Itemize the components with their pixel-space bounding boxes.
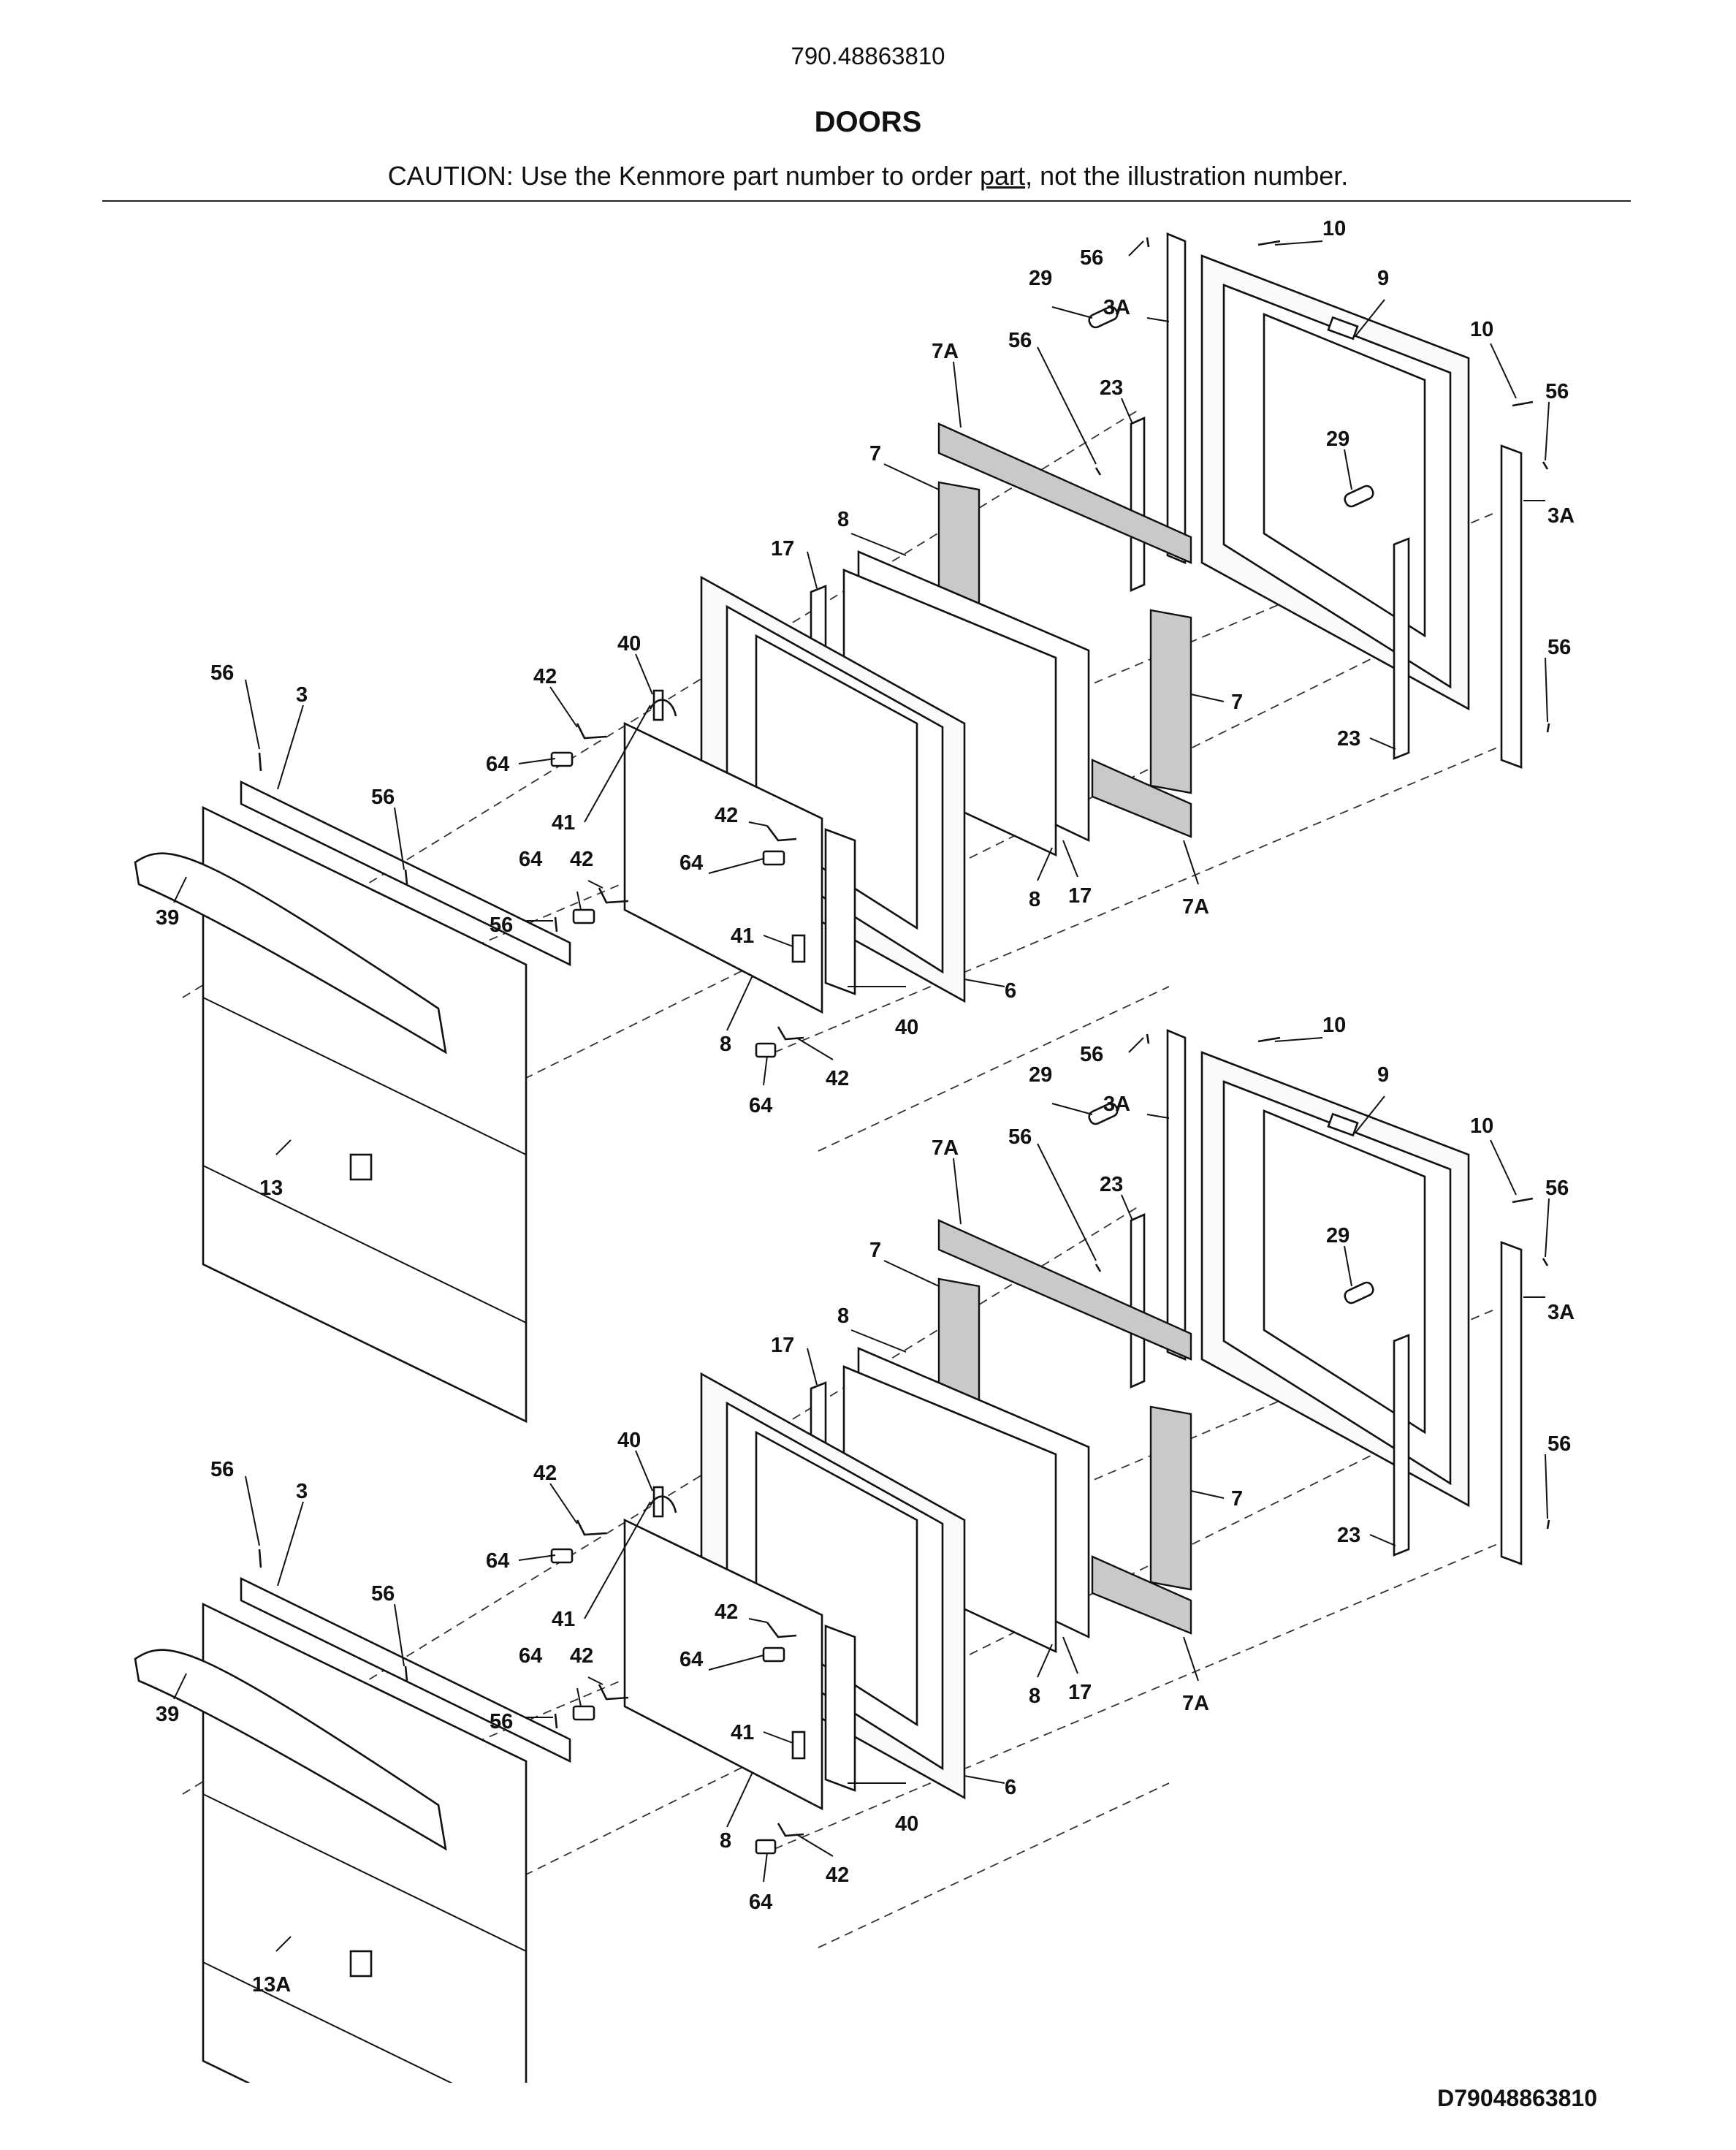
callout-42: 42 xyxy=(570,1644,593,1668)
callout-8: 8 xyxy=(1029,1684,1040,1708)
callout-7: 7 xyxy=(869,442,881,466)
callout-64: 64 xyxy=(749,1094,772,1117)
callout-3A: 3A xyxy=(1547,504,1575,528)
callout-6: 6 xyxy=(1005,979,1016,1003)
callout-56: 56 xyxy=(371,786,395,809)
callout-64: 64 xyxy=(749,1891,772,1914)
callout-9: 9 xyxy=(1377,1063,1389,1087)
caution-text-end: , not the illustration number. xyxy=(1025,161,1349,191)
caution-text-start: CAUTION: Use the Kenmore part number to … xyxy=(387,161,981,191)
callout-10: 10 xyxy=(1470,318,1493,341)
callout-40: 40 xyxy=(617,632,641,656)
callout-8: 8 xyxy=(720,1829,731,1853)
callout-56: 56 xyxy=(371,1582,395,1606)
callout-42: 42 xyxy=(533,665,557,688)
callout-41: 41 xyxy=(731,1721,754,1744)
callout-56: 56 xyxy=(1547,1432,1571,1456)
callout-3A: 3A xyxy=(1547,1301,1575,1324)
callout-3: 3 xyxy=(296,1480,308,1503)
callout-10: 10 xyxy=(1322,217,1346,240)
callout-10: 10 xyxy=(1470,1114,1493,1138)
callout-7A: 7A xyxy=(932,340,959,363)
callout-64: 64 xyxy=(519,848,542,871)
callout-10: 10 xyxy=(1322,1014,1346,1037)
callout-8: 8 xyxy=(720,1033,731,1056)
callout-64: 64 xyxy=(519,1644,542,1668)
callout-7A: 7A xyxy=(932,1136,959,1160)
callout-41: 41 xyxy=(552,1608,575,1631)
callout-64: 64 xyxy=(679,851,703,875)
callout-3: 3 xyxy=(296,683,308,707)
callout-3A: 3A xyxy=(1103,296,1130,319)
callout-17: 17 xyxy=(771,537,794,561)
callout-64: 64 xyxy=(486,753,509,776)
callout-40: 40 xyxy=(895,1016,918,1039)
callout-29: 29 xyxy=(1326,1224,1349,1247)
callout-39: 39 xyxy=(156,1703,179,1726)
header-divider xyxy=(102,200,1631,202)
callout-7: 7 xyxy=(1231,1487,1243,1511)
callout-7A: 7A xyxy=(1182,1692,1209,1715)
caution-note: CAUTION: Use the Kenmore part number to … xyxy=(0,161,1736,191)
callout-42: 42 xyxy=(533,1462,557,1485)
callout-9: 9 xyxy=(1377,267,1389,290)
callout-8: 8 xyxy=(837,1304,849,1328)
model-number: 790.48863810 xyxy=(791,42,945,69)
callout-40: 40 xyxy=(617,1429,641,1452)
callout-29: 29 xyxy=(1326,428,1349,451)
callout-17: 17 xyxy=(1068,884,1092,908)
callout-13: 13 xyxy=(259,1177,283,1200)
callouts-upper: 10 56 9 29 3A 7A 56 10 56 23 29 7 3A 8 1… xyxy=(156,217,1575,1200)
callout-56: 56 xyxy=(490,913,513,937)
diagram-id: D79048863810 xyxy=(1437,2085,1597,2111)
callout-13A: 13A xyxy=(252,1973,291,1997)
callout-23: 23 xyxy=(1337,727,1360,751)
exploded-door-diagram: 10 56 9 29 3A 7A 56 10 56 23 29 7 3A 8 1… xyxy=(134,217,1575,2083)
callouts-lower: 10 56 9 29 3A 7A 56 10 56 23 29 7 3A 8 1… xyxy=(156,1014,1575,1997)
callout-40: 40 xyxy=(895,1812,918,1836)
section-title: DOORS xyxy=(814,106,922,138)
callout-42: 42 xyxy=(826,1067,849,1090)
callout-7: 7 xyxy=(869,1239,881,1262)
callout-8: 8 xyxy=(1029,888,1040,911)
callout-23: 23 xyxy=(1337,1524,1360,1547)
callout-42: 42 xyxy=(715,804,738,827)
callout-56: 56 xyxy=(1008,329,1032,352)
callout-7A: 7A xyxy=(1182,895,1209,919)
callout-41: 41 xyxy=(552,811,575,835)
callout-42: 42 xyxy=(826,1864,849,1887)
callout-56: 56 xyxy=(210,661,234,685)
callout-64: 64 xyxy=(486,1549,509,1573)
callout-56: 56 xyxy=(1547,636,1571,659)
callout-3A: 3A xyxy=(1103,1093,1130,1116)
caution-part-word: part xyxy=(980,161,1026,191)
callout-56: 56 xyxy=(210,1458,234,1481)
callout-56: 56 xyxy=(490,1710,513,1733)
callout-41: 41 xyxy=(731,924,754,948)
callout-56: 56 xyxy=(1008,1125,1032,1149)
callout-17: 17 xyxy=(771,1334,794,1357)
callout-29: 29 xyxy=(1029,1063,1052,1087)
callout-56: 56 xyxy=(1545,380,1569,403)
callout-29: 29 xyxy=(1029,267,1052,290)
callout-23: 23 xyxy=(1100,1173,1123,1196)
callout-6: 6 xyxy=(1005,1776,1016,1799)
callout-56: 56 xyxy=(1080,1043,1103,1066)
callout-17: 17 xyxy=(1068,1681,1092,1704)
callout-23: 23 xyxy=(1100,376,1123,400)
callout-42: 42 xyxy=(715,1600,738,1624)
callout-56: 56 xyxy=(1545,1177,1569,1200)
callout-56: 56 xyxy=(1080,246,1103,270)
callout-8: 8 xyxy=(837,508,849,531)
callout-42: 42 xyxy=(570,848,593,871)
callout-39: 39 xyxy=(156,906,179,930)
callout-7: 7 xyxy=(1231,691,1243,714)
callout-64: 64 xyxy=(679,1648,703,1671)
